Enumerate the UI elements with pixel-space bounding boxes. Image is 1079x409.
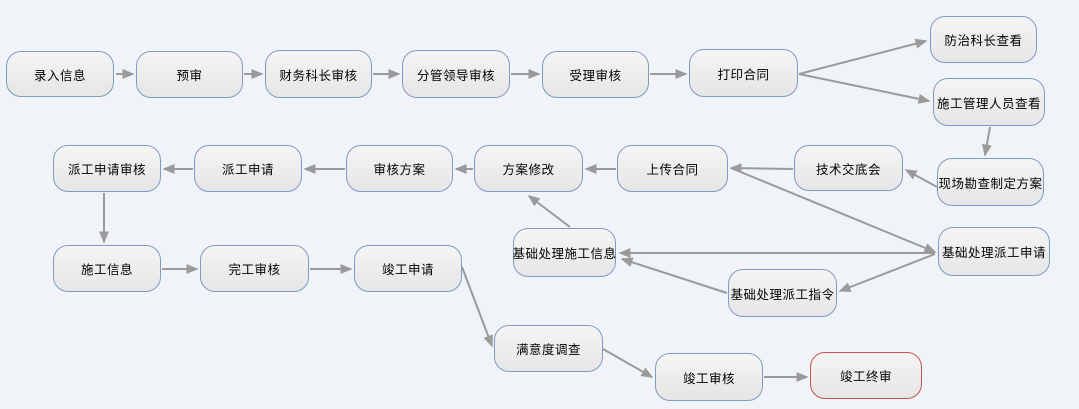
- node-label: 审核方案: [373, 162, 426, 177]
- node-label: 施工信息: [80, 262, 133, 277]
- node-label: 施工管理人员查看: [936, 95, 1041, 111]
- node-enter-info[interactable]: 录入信息: [6, 51, 114, 97]
- node-acceptance-review[interactable]: 受理审核: [542, 51, 649, 98]
- node-pre-review[interactable]: 预审: [136, 51, 243, 98]
- node-construction-info[interactable]: 施工信息: [53, 245, 161, 292]
- node-label: 派工申请审核: [67, 162, 146, 177]
- node-label: 现场勘查制定方案: [938, 175, 1043, 191]
- node-label: 完工审核: [228, 262, 281, 277]
- node-construction-manager-view[interactable]: 施工管理人员查看: [933, 78, 1045, 126]
- node-technical-briefing[interactable]: 技术交底会: [794, 145, 903, 191]
- arrow-print-contract-to-construction-manager-view: [798, 73, 931, 104]
- node-label: 方案修改: [502, 162, 555, 177]
- node-label: 竣工终审: [839, 369, 892, 384]
- node-label: 防治科长查看: [944, 33, 1023, 48]
- node-site-survey-plan[interactable]: 现场勘查制定方案: [937, 158, 1044, 206]
- node-label: 上传合同: [646, 162, 699, 177]
- arrow-foundation-dispatch-order-to-foundation-construction-info: [620, 257, 728, 294]
- node-foundation-construction-info[interactable]: 基础处理施工信息: [513, 228, 616, 277]
- arrow-upload-contract-to-foundation-dispatch-request: [730, 167, 937, 253]
- node-foundation-dispatch-request[interactable]: 基础处理派工申请: [938, 227, 1050, 276]
- node-completion-review[interactable]: 完工审核: [200, 245, 309, 292]
- node-label: 受理审核: [569, 68, 622, 83]
- node-foundation-dispatch-order[interactable]: 基础处理派工指令: [728, 269, 837, 317]
- node-satisfaction-survey[interactable]: 满意度调查: [494, 325, 603, 372]
- arrow-foundation-dispatch-request-to-foundation-dispatch-order: [838, 253, 936, 292]
- node-print-contract[interactable]: 打印合同: [689, 49, 798, 97]
- node-prevention-chief-view[interactable]: 防治科长查看: [930, 16, 1037, 63]
- node-label: 派工申请: [221, 162, 274, 177]
- node-label: 基础处理施工信息: [512, 246, 617, 261]
- node-completion-request[interactable]: 竣工申请: [354, 245, 462, 292]
- arrow-print-contract-to-prevention-chief-view: [798, 38, 928, 75]
- arrow-technical-briefing-to-upload-contract: [729, 163, 794, 174]
- node-label: 分管领导审核: [416, 67, 495, 83]
- node-leader-review[interactable]: 分管领导审核: [402, 50, 510, 98]
- arrow-satisfaction-survey-to-final-acceptance-review: [602, 348, 654, 378]
- arrow-site-survey-plan-to-technical-briefing: [904, 169, 938, 188]
- arrow-completion-request-to-satisfaction-survey: [461, 266, 493, 348]
- node-final-acceptance[interactable]: 竣工终审: [810, 352, 922, 399]
- node-dispatch-request-review[interactable]: 派工申请审核: [53, 145, 161, 192]
- arrow-construction-manager-view-to-site-survey-plan: [981, 126, 992, 157]
- node-upload-contract[interactable]: 上传合同: [617, 145, 728, 192]
- node-label: 录入信息: [33, 67, 86, 83]
- node-label: 竣工审核: [682, 370, 735, 386]
- node-label: 技术交底会: [815, 161, 881, 177]
- node-final-acceptance-review[interactable]: 竣工审核: [655, 353, 763, 401]
- node-label: 满意度调查: [515, 342, 581, 357]
- node-review-plan[interactable]: 审核方案: [346, 145, 453, 192]
- node-label: 财务科长审核: [279, 67, 358, 83]
- node-finance-chief-review[interactable]: 财务科长审核: [265, 50, 372, 98]
- node-label: 预审: [176, 68, 203, 83]
- node-dispatch-request[interactable]: 派工申请: [194, 145, 302, 192]
- node-plan-revision[interactable]: 方案修改: [474, 145, 583, 192]
- arrow-foundation-construction-info-to-plan-revision: [527, 195, 571, 228]
- node-label: 打印合同: [717, 66, 770, 82]
- node-label: 基础处理派工申请: [941, 245, 1046, 260]
- node-label: 竣工申请: [381, 262, 434, 277]
- node-label: 基础处理派工指令: [730, 286, 835, 302]
